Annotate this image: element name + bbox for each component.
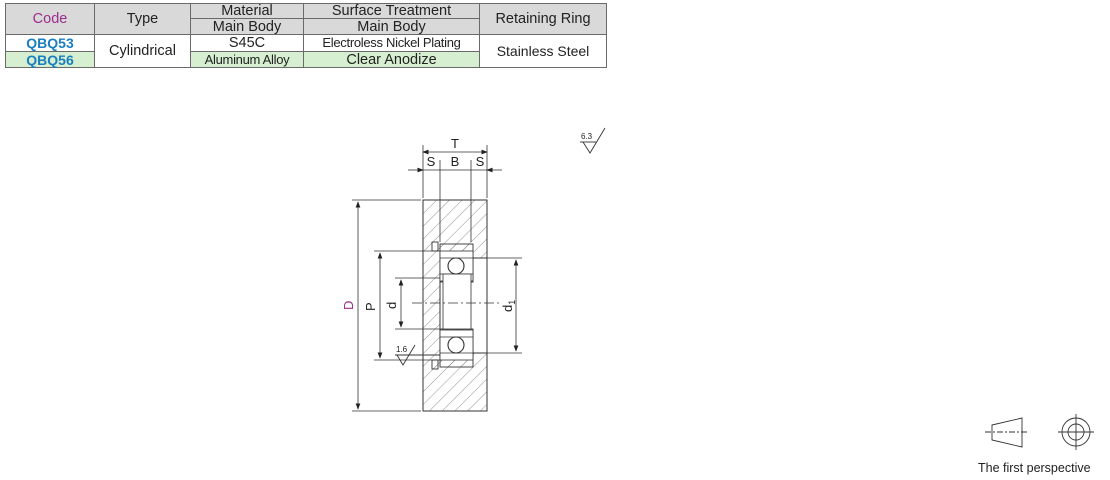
header-material: Material xyxy=(190,3,304,19)
dim-P: P xyxy=(363,302,378,311)
dim-d1: d1 xyxy=(500,300,517,312)
first-angle-projection-icon xyxy=(985,414,1094,450)
dim-D: D xyxy=(341,301,356,310)
code-cell: QBQ53 xyxy=(5,34,95,52)
roughness-value: 6.3 xyxy=(581,132,593,141)
header-surface-main-body: Main Body xyxy=(303,18,480,35)
width-dimensions xyxy=(408,145,502,242)
dim-S: S xyxy=(427,154,436,169)
pitch-dimension xyxy=(374,250,440,361)
roughness-symbol xyxy=(580,127,606,154)
bearing-ball xyxy=(447,257,465,275)
type-cell: Cylindrical xyxy=(94,34,191,68)
bearing-ball xyxy=(447,336,465,354)
roughness-value-inner: 1.6 xyxy=(396,345,408,354)
surface-cell: Electroless Nickel Plating xyxy=(303,34,480,52)
header-surface-treatment: Surface Treatment xyxy=(303,3,480,19)
material-cell: Aluminum Alloy xyxy=(190,51,304,68)
surface-cell: Clear Anodize xyxy=(303,51,480,68)
header-code: Code xyxy=(5,3,95,35)
header-material-main-body: Main Body xyxy=(190,18,304,35)
roughness-symbol-inner xyxy=(395,344,440,366)
retaining-ring xyxy=(431,241,439,252)
code-cell: QBQ56 xyxy=(5,51,95,68)
d1-dimension xyxy=(487,257,522,354)
retaining-ring xyxy=(431,359,439,370)
retaining-ring-cell: Stainless Steel xyxy=(479,34,607,68)
dim-d: d xyxy=(384,302,399,309)
dim-S: S xyxy=(476,154,485,169)
roller-section xyxy=(412,199,500,412)
spec-table: Code Type Material Surface Treatment Ret… xyxy=(5,3,607,68)
dim-B: B xyxy=(451,154,460,169)
dim-T: T xyxy=(451,136,459,151)
diameter-dimension xyxy=(352,199,421,412)
header-retaining-ring: Retaining Ring xyxy=(479,3,607,35)
bore-dimension xyxy=(395,277,440,330)
projection-label: The first perspective xyxy=(978,461,1091,475)
